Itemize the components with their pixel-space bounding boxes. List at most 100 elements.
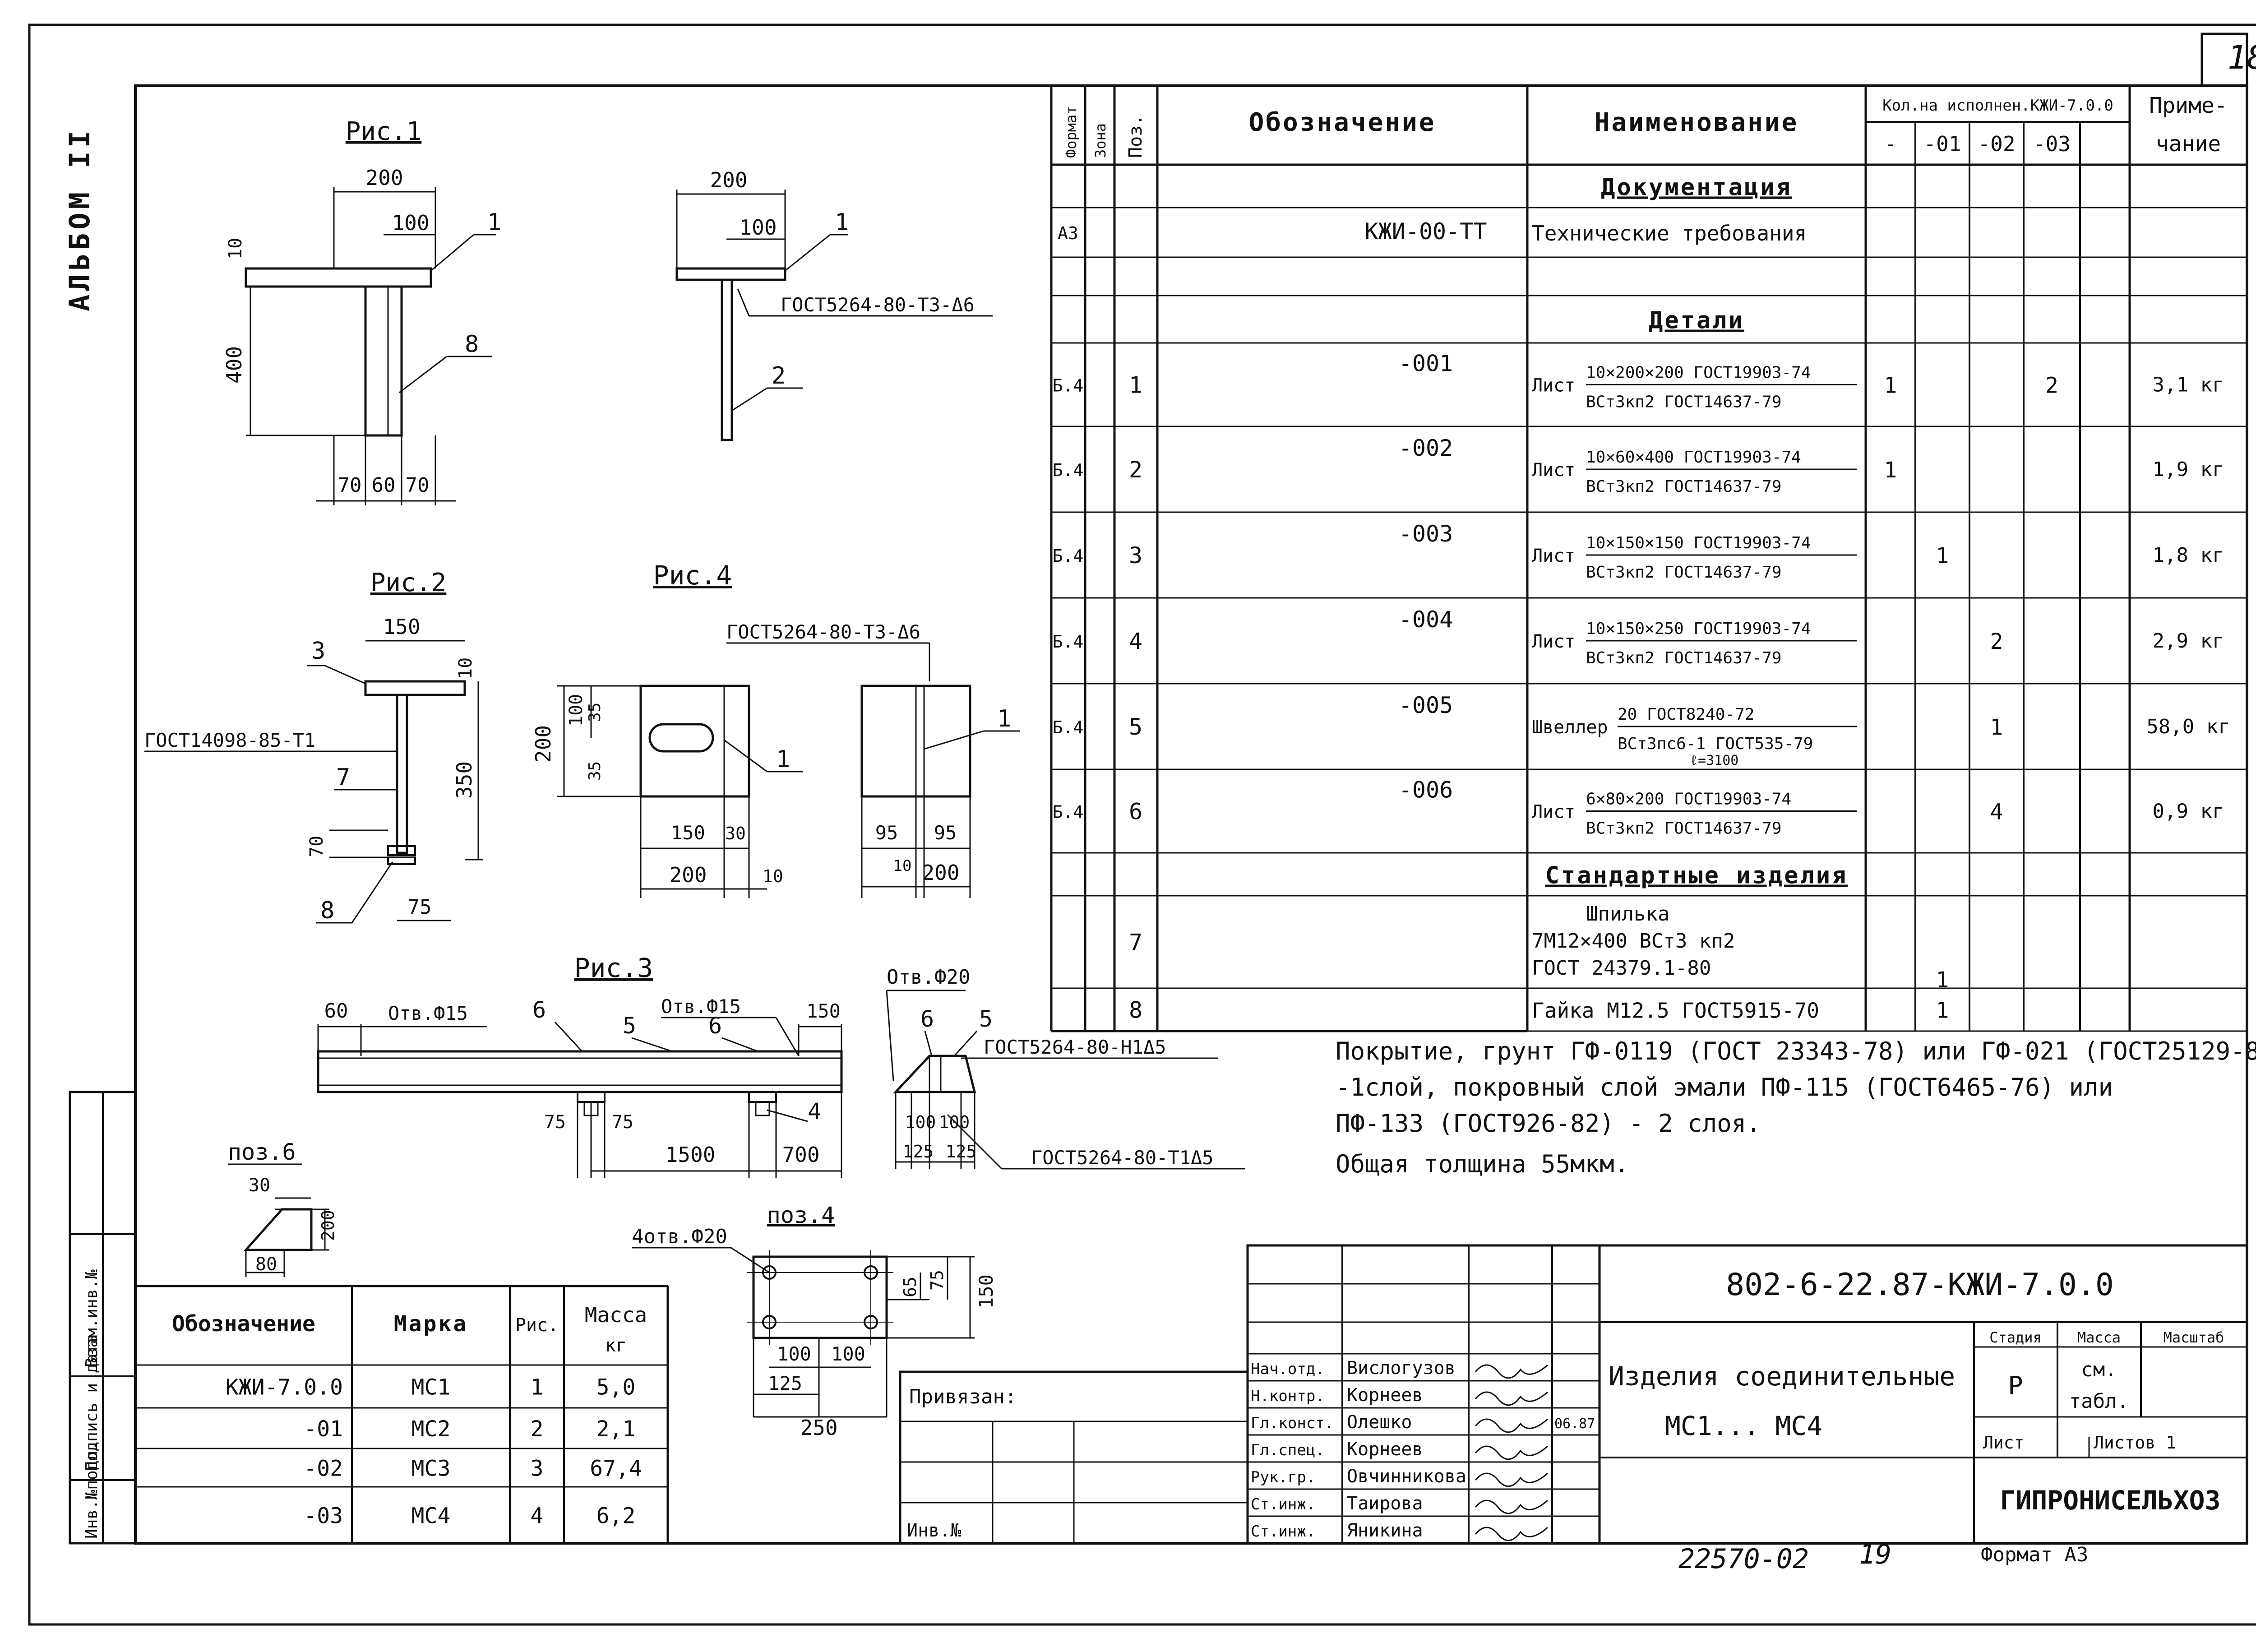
dim-text: 95	[875, 822, 898, 844]
spec-pos: 7	[1129, 930, 1142, 956]
callout: 5	[623, 1013, 636, 1039]
binding-label: Привязан:	[909, 1385, 1017, 1408]
dim-text: 60	[372, 474, 396, 497]
dim-text: 70	[406, 474, 430, 497]
header-qty-col: -02	[1978, 132, 2015, 156]
outer-frame	[28, 23, 2256, 1626]
drawing-line	[953, 1030, 978, 1057]
marks-designation: КЖИ-7.0.0	[226, 1375, 343, 1400]
dim-text: 60	[324, 1000, 348, 1023]
dim-text: 150	[975, 1274, 997, 1309]
spec-note: 1,8 кг	[2153, 544, 2224, 567]
spec-section-title: Стандартные изделия	[1545, 862, 1848, 889]
drawing-line	[351, 861, 393, 923]
drawing-line	[399, 356, 447, 393]
dim-text: 10	[225, 238, 246, 259]
spec-pos: 4	[1129, 628, 1142, 654]
fig1-side-plate	[675, 267, 786, 281]
left-strip-label: Взам.инв.№	[83, 1269, 101, 1367]
spec-designation: -006	[1399, 777, 1453, 803]
header-qty: Кол.на исполнен.КЖИ-7.0.0	[1882, 97, 2113, 115]
sheet-number: 18	[2227, 38, 2256, 76]
spec-designation: КЖИ-00-ТТ	[1365, 218, 1487, 245]
organization: ГИПРОНИСЕЛЬХОЗ	[2000, 1485, 2221, 1516]
dim-text: 200	[365, 166, 403, 190]
spec-name-top: 10×60×400 ГОСТ19903-74	[1586, 448, 1801, 467]
spec-name-line: Шпилька	[1586, 902, 1669, 925]
drawing-line	[924, 1031, 933, 1056]
marks-fig: 2	[531, 1416, 544, 1442]
spec-format: Б.4	[1053, 376, 1084, 396]
dim-text: 100	[392, 211, 429, 235]
spec-name-top: 10×150×150 ГОСТ19903-74	[1586, 534, 1811, 552]
callout: 8	[320, 897, 334, 924]
dim-text: 150	[671, 822, 705, 844]
header-qty-col: -	[1884, 132, 1897, 156]
fig3-title: Рис.3	[574, 953, 653, 983]
spec-name-top: 10×150×250 ГОСТ19903-74	[1586, 620, 1811, 638]
fig2-plate	[364, 680, 466, 696]
spec-pos: 6	[1129, 799, 1142, 825]
spec-name-bottom: ВСт3кп2 ГОСТ14637-79	[1586, 649, 1781, 667]
left-strip-label: Инв.№подл.	[83, 1441, 101, 1539]
note-line: ПФ-133 (ГОСТ926-82) - 2 слоя.	[1336, 1109, 1761, 1138]
marks-header: Масса	[585, 1303, 647, 1327]
drawing-line	[785, 234, 831, 272]
signature-date: 06.87	[1554, 1416, 1595, 1432]
drawing-line	[430, 234, 474, 272]
fig2-nut	[387, 856, 416, 865]
drawing-line	[554, 1021, 583, 1052]
signature-scribble	[1475, 1364, 1548, 1379]
dim-text: 100	[739, 215, 777, 240]
fig1-side-web	[721, 278, 733, 441]
notes-block: Покрытие, грунт ГФ-0119 (ГОСТ 23343-78) …	[1336, 1033, 2256, 1182]
spec-name-extra: ℓ=3100	[1690, 753, 1738, 768]
spec-pos: 5	[1129, 714, 1142, 740]
pos6-title: поз.6	[228, 1139, 296, 1165]
header-zone: Зона	[1092, 123, 1109, 158]
header-note: Приме-	[2149, 93, 2227, 118]
spec-qty: 2	[2045, 373, 2058, 398]
fig3-plate	[577, 1091, 606, 1103]
spec-note: 1,9 кг	[2153, 458, 2224, 481]
scale-label: Масштаб	[2164, 1329, 2224, 1346]
spec-name-prefix: Лист	[1532, 546, 1575, 566]
drawing-line	[631, 1037, 673, 1052]
stage-value: Р	[2008, 1371, 2023, 1401]
dim-text: 75	[612, 1112, 633, 1133]
hole-label: Отв.Ф15	[661, 995, 741, 1018]
signature-role: Нач.отд.	[1251, 1360, 1325, 1378]
spec-qty: 1	[1884, 458, 1897, 483]
dim-text: 75	[408, 896, 432, 919]
fig4-slot	[648, 723, 714, 753]
spec-name-line: 7М12×400 ВСт3 кп2	[1532, 930, 1735, 953]
callout: 6	[708, 1013, 722, 1039]
header-qty-col: -03	[2033, 132, 2071, 156]
marks-mass: 67,4	[590, 1456, 642, 1481]
spec-name-prefix: Лист	[1532, 460, 1575, 481]
dim-text: 150	[806, 1000, 841, 1022]
marks-fig: 4	[531, 1504, 544, 1529]
spec-name-line: ГОСТ 24379.1-80	[1532, 957, 1711, 980]
drawing-line	[737, 288, 750, 316]
spec-name: Технические требования	[1532, 221, 1807, 245]
dim-text: 65	[900, 1277, 920, 1297]
callout: 6	[920, 1006, 934, 1032]
marks-fig: 1	[531, 1375, 544, 1400]
left-strip-label: Подпись и дата	[83, 1334, 101, 1471]
signature-person: Вислогузов	[1347, 1358, 1456, 1379]
spec-qty: 1	[1936, 543, 1949, 569]
dim-text: 95	[934, 822, 957, 844]
spec-name-bottom: ВСт3кп2 ГОСТ14637-79	[1586, 393, 1781, 412]
binding-inv: Инв.№	[907, 1520, 961, 1541]
signature-person: Корнеев	[1347, 1385, 1423, 1406]
dim-text: 70	[306, 836, 327, 857]
spec-designation: -002	[1399, 435, 1453, 461]
signature-role: Гл.конст.	[1251, 1414, 1334, 1432]
weld-label: ГОСТ5264-80-Т1Δ5	[1031, 1147, 1214, 1169]
callout: 3	[311, 638, 325, 665]
spec-name-prefix: Швеллер	[1532, 717, 1608, 738]
fig3-channel-section	[893, 1055, 976, 1093]
marks-mark: МС1	[411, 1375, 451, 1400]
pos4-title: поз.4	[767, 1202, 835, 1228]
